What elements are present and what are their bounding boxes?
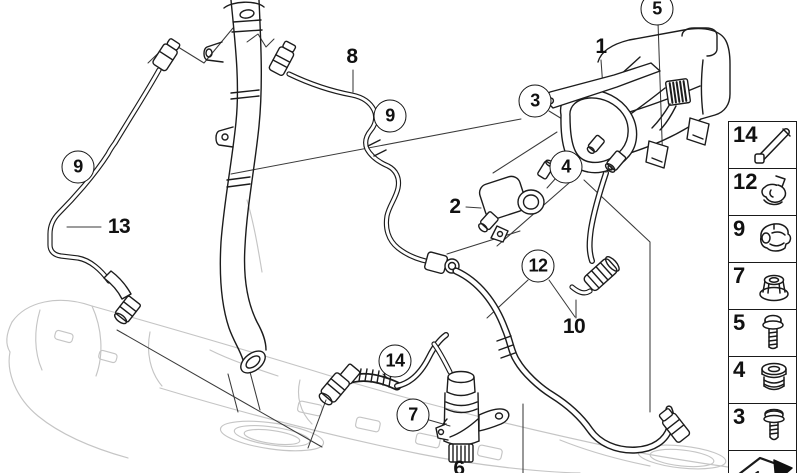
clip-icon [761,175,787,206]
callout-9-right[interactable]: 9 [373,99,407,133]
charcoal-filter-1 [542,27,731,174]
callout-8[interactable]: 8 [346,45,358,68]
callout-6[interactable]: 6 [453,457,465,473]
callout-3[interactable]: 3 [518,84,552,118]
pan-head-screw-icon [763,408,785,441]
hose-8-elbow-connector [424,251,449,275]
callout-7[interactable]: 7 [396,398,430,432]
parts-legend: 14 12 9 7 [728,121,797,473]
legend-item-next[interactable] [729,451,796,473]
callout-10[interactable]: 10 [562,315,586,338]
hose-14-elbow-connector [318,372,351,406]
vent-hose-8 [268,40,460,275]
callout-12[interactable]: 12 [521,249,555,283]
corrugated-hose-14 [318,332,449,406]
legend-number: 3 [733,404,746,429]
fuel-filler-pipe [203,0,267,374]
vent-hose-12 [452,267,691,454]
dust-filter-6 [431,341,510,463]
leader-lines [66,21,664,473]
legend-item-14[interactable]: 14 [729,122,796,169]
vent-valve-2 [478,159,555,243]
filter-holder-7 [435,408,510,441]
flange-nut-icon [759,274,789,302]
hose-stub-icon [754,128,791,164]
vent-hose-10 [569,154,620,296]
callout-9-left[interactable]: 9 [61,150,95,184]
grommet-icon [761,362,787,391]
callout-13[interactable]: 13 [107,215,131,238]
fuel-tank-outline [6,199,729,473]
vent-pipe-13 [47,38,181,325]
holder-clamp-icon [760,223,792,252]
legend-number: 14 [733,122,758,147]
callout-2[interactable]: 2 [449,195,461,218]
legend-item-12[interactable]: 12 [729,169,796,216]
callout-5[interactable]: 5 [640,0,674,26]
legend-number: 5 [733,310,746,335]
next-diagram-arrow-icon [738,456,793,473]
legend-number: 7 [733,263,746,288]
hose-10-connector [583,256,620,292]
legend-item-7[interactable]: 7 [729,263,796,310]
legend-number: 12 [733,169,758,194]
legend-item-4[interactable]: 4 [729,357,796,404]
filter-mounting-strap [542,62,661,109]
legend-number: 9 [733,216,746,241]
legend-item-5[interactable]: 5 [729,310,796,357]
filter-vent-ribs [664,78,692,106]
callout-4[interactable]: 4 [549,150,583,184]
callout-14[interactable]: 14 [378,344,412,378]
hex-flange-bolt-icon [762,314,784,350]
legend-number: 4 [733,357,746,382]
callout-1[interactable]: 1 [595,35,607,58]
hose-12-elbow-connector [658,408,691,443]
legend-item-3[interactable]: 3 [729,404,796,451]
legend-item-9[interactable]: 9 [729,216,796,263]
